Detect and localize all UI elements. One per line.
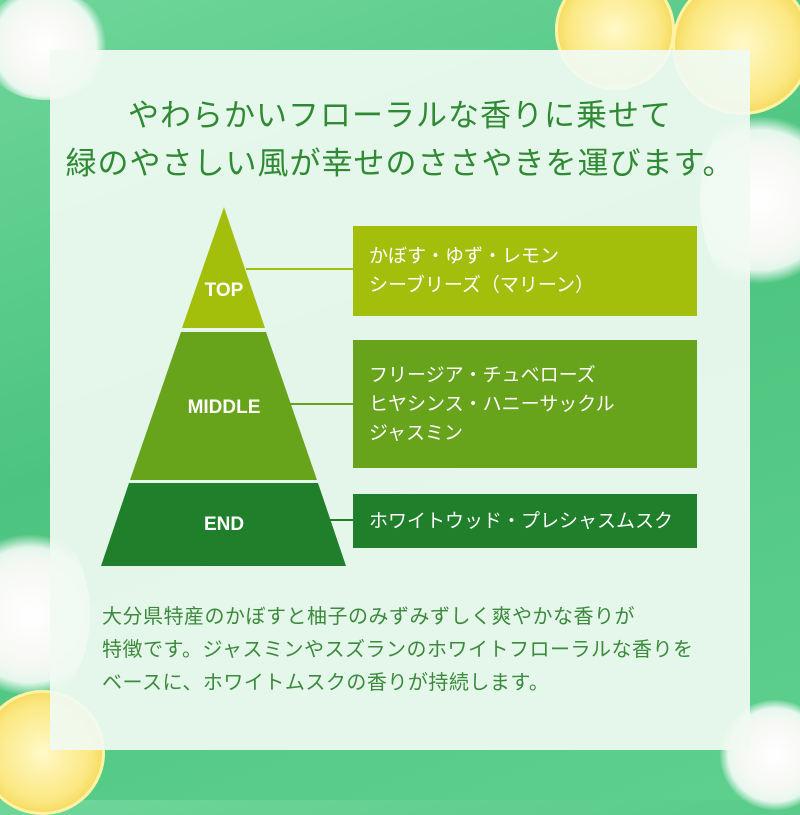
note-text: ヒヤシンス・ハニーサックル: [369, 392, 615, 415]
description: 大分県特産のかぼすと柚子のみずみずしく爽やかな香りが 特徴です。ジャスミンやスズ…: [102, 600, 722, 699]
pyramid-tier-middle: [130, 332, 317, 480]
description-line-2: 特徴です。ジャスミンやスズランのホワイトフローラルな香りを: [102, 637, 694, 661]
note-text: シーブリーズ（マリーン）: [369, 274, 594, 296]
note-text: かぼす・ゆず・レモン: [369, 245, 560, 267]
tier-label-end: END: [203, 514, 245, 535]
note-text: ジャスミン: [369, 421, 464, 444]
note-box-end: ホワイトウッド・プレシャスムスク: [353, 494, 697, 548]
note-text: ホワイトウッド・プレシャスムスク: [369, 509, 674, 532]
headline-line-2: 緑のやさしい風が幸せのささやきを運びます。: [65, 146, 735, 182]
description-line-1: 大分県特産のかぼすと柚子のみずみずしく爽やかな香りが: [102, 604, 635, 628]
connector-end: [325, 519, 353, 521]
pyramid-tier-top: [182, 207, 265, 328]
tier-label-middle: MIDDLE: [187, 397, 261, 418]
connector-middle: [288, 403, 353, 405]
description-line-3: ベースに、ホワイトムスクの香りが持続します。: [102, 670, 550, 694]
note-box-middle: フリージア・チュベローズ ヒヤシンス・ハニーサックル ジャスミン: [353, 340, 697, 468]
headline: やわらかいフローラルな香りに乗せて 緑のやさしい風が幸せのささやきを運びます。: [0, 92, 800, 188]
tier-label-top: TOP: [204, 280, 244, 301]
note-text: フリージア・チュベローズ: [369, 363, 596, 386]
connector-top: [246, 268, 353, 270]
pyramid-tier-end: [101, 483, 346, 566]
note-box-top: かぼす・ゆず・レモン シーブリーズ（マリーン）: [353, 226, 697, 316]
headline-line-1: やわらかいフローラルな香りに乗せて: [128, 98, 672, 134]
